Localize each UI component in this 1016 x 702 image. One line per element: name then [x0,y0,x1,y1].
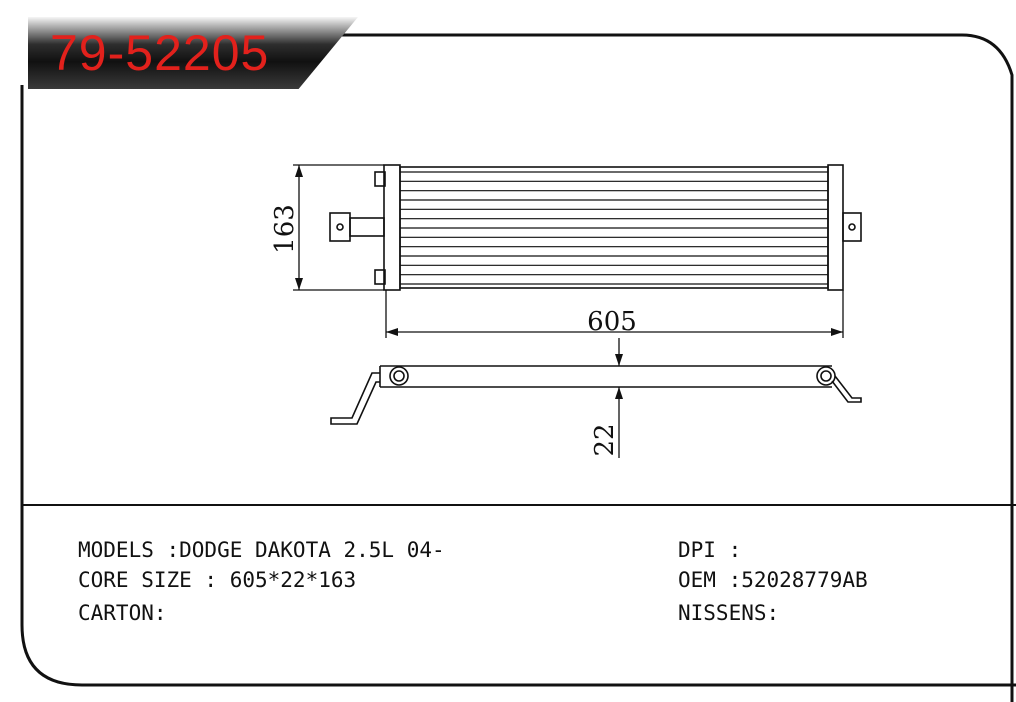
side-right-bracket [831,375,862,403]
dim-height-label: 163 [270,204,300,254]
right-mount-tab [842,212,862,242]
right-mount-hole [848,223,856,231]
left-tank [383,164,401,291]
height-dimension [293,164,384,291]
left-bottom-clip [374,269,386,285]
core-size-line: CORE SIZE : 605*22*163 [78,568,357,592]
width-dimension [385,290,844,338]
carton-line: CARTON: [78,601,167,625]
oem-line: OEM :52028779AB [678,568,868,592]
core-tubes [400,171,828,285]
dpi-line: DPI : [678,538,742,562]
part-number-title: 79-52205 [50,25,270,81]
left-mount-arm [349,217,385,237]
dim-width-label: 605 [587,307,637,337]
left-top-clip [374,171,386,187]
title-banner [28,17,358,89]
left-mount-tab [329,212,351,242]
side-left-fitting [389,366,409,386]
right-tank [827,164,844,291]
nissens-line: NISSENS: [678,601,780,625]
dim-thickness-label: 22 [590,423,620,456]
models-line: MODELS :DODGE DAKOTA 2.5L 04- [78,538,445,562]
side-left-bracket [330,372,380,425]
left-mount-hole [336,223,344,231]
cooler-side-view [330,365,862,425]
thickness-dimension [615,338,623,458]
